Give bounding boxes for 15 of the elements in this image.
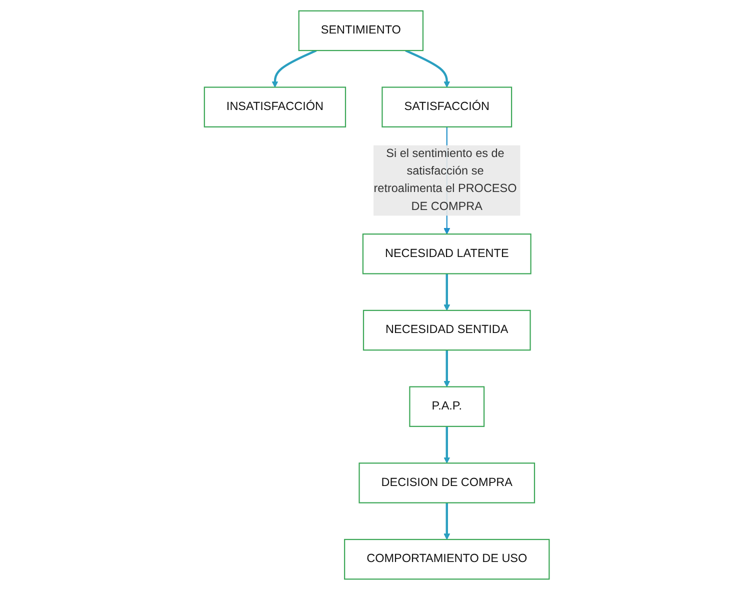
arrow bbox=[443, 350, 450, 387]
node-box: P.A.P. bbox=[408, 386, 484, 426]
node-box: SENTIMIENTO bbox=[298, 10, 424, 51]
arrow bbox=[443, 502, 450, 540]
arrow bbox=[443, 273, 450, 310]
arrow bbox=[443, 426, 450, 463]
edge-label: Si el sentimiento es de satisfacción se retroalimenta el PROCESO DE COMPRA bbox=[373, 146, 516, 212]
node-box: INSATISFACCIÓN bbox=[204, 86, 346, 127]
arrow bbox=[271, 49, 316, 88]
node-box: SATISFACCIÓN bbox=[381, 86, 512, 127]
node-box: NECESIDAD LATENTE bbox=[362, 233, 532, 274]
node-box: DECISION DE COMPRA bbox=[358, 462, 535, 503]
node-box: NECESIDAD SENTIDA bbox=[362, 309, 531, 350]
arrow bbox=[404, 49, 450, 88]
node-box: COMPORTAMIENTO DE USO bbox=[344, 538, 550, 580]
